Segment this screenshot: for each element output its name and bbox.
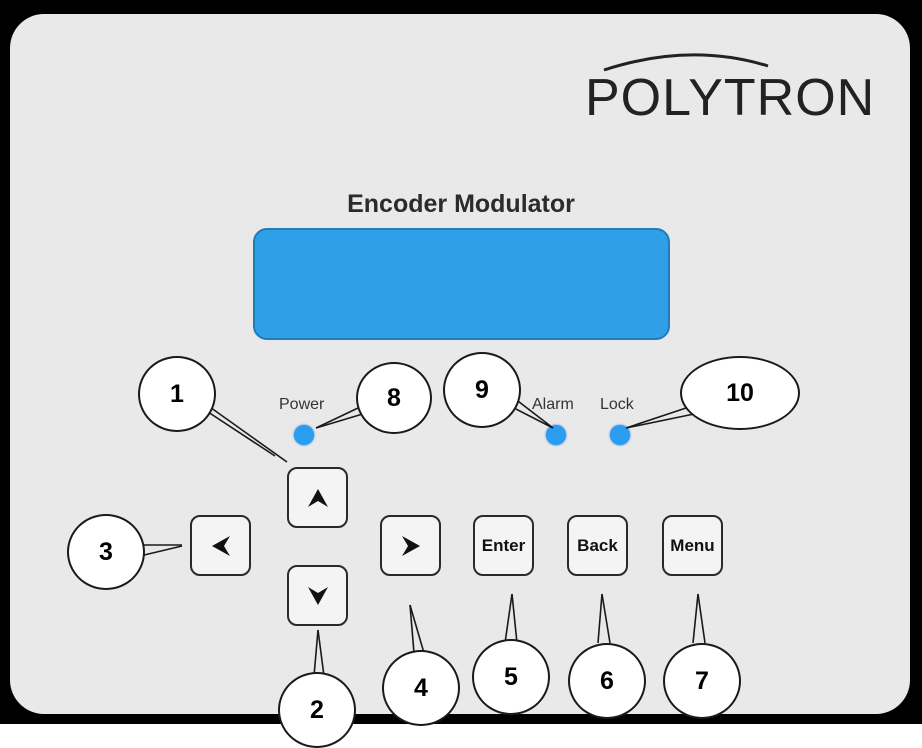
down-button[interactable] xyxy=(287,565,348,626)
left-button[interactable] xyxy=(190,515,251,576)
brand-logo: POLYTRON xyxy=(585,69,876,127)
led-label-alarm: Alarm xyxy=(532,396,574,413)
callout-6: 6 xyxy=(568,643,646,719)
leader-5 xyxy=(504,593,513,644)
led-label-power: Power xyxy=(279,396,325,413)
callout-2: 2 xyxy=(278,672,356,748)
leader-4 xyxy=(409,604,415,654)
back-button[interactable]: Back xyxy=(567,515,628,576)
callout-9: 9 xyxy=(443,352,521,428)
callout-8: 8 xyxy=(356,362,432,434)
right-button[interactable] xyxy=(380,515,441,576)
menu-button[interactable]: Menu xyxy=(662,515,723,576)
leader-1 xyxy=(199,399,288,463)
brand-arc-mark xyxy=(603,53,769,72)
arrow-right-icon xyxy=(401,535,420,556)
power-led xyxy=(294,425,314,445)
up-button[interactable] xyxy=(287,467,348,528)
leader-9 xyxy=(513,397,554,429)
arrow-up-icon xyxy=(307,488,328,507)
callout-4: 4 xyxy=(382,650,460,726)
callout-3: 3 xyxy=(67,514,145,590)
leader-6b xyxy=(601,593,611,644)
leader-2 xyxy=(313,629,319,677)
enter-button[interactable]: Enter xyxy=(473,515,534,576)
arrow-left-icon xyxy=(211,535,230,556)
callout-5: 5 xyxy=(472,639,550,715)
leader-1b xyxy=(204,409,276,457)
led-label-lock: Lock xyxy=(600,396,634,413)
leader-6 xyxy=(597,593,603,644)
alarm-led xyxy=(546,425,566,445)
arrow-down-icon xyxy=(307,586,328,605)
lock-led xyxy=(610,425,630,445)
leader-10b xyxy=(625,413,695,429)
leader-10 xyxy=(625,407,687,429)
callout-7: 7 xyxy=(663,643,741,719)
leader-2b xyxy=(317,629,325,677)
leader-3b xyxy=(139,545,183,557)
leader-8b xyxy=(315,412,367,429)
leader-8 xyxy=(315,407,359,429)
lcd-display xyxy=(253,228,670,340)
callout-10: 10 xyxy=(680,356,800,430)
callout-1: 1 xyxy=(138,356,216,432)
device-title: Encoder Modulator xyxy=(347,190,575,218)
leader-4b xyxy=(409,604,425,654)
leader-7 xyxy=(692,593,699,644)
leader-7b xyxy=(697,593,706,644)
leader-5b xyxy=(511,593,518,644)
